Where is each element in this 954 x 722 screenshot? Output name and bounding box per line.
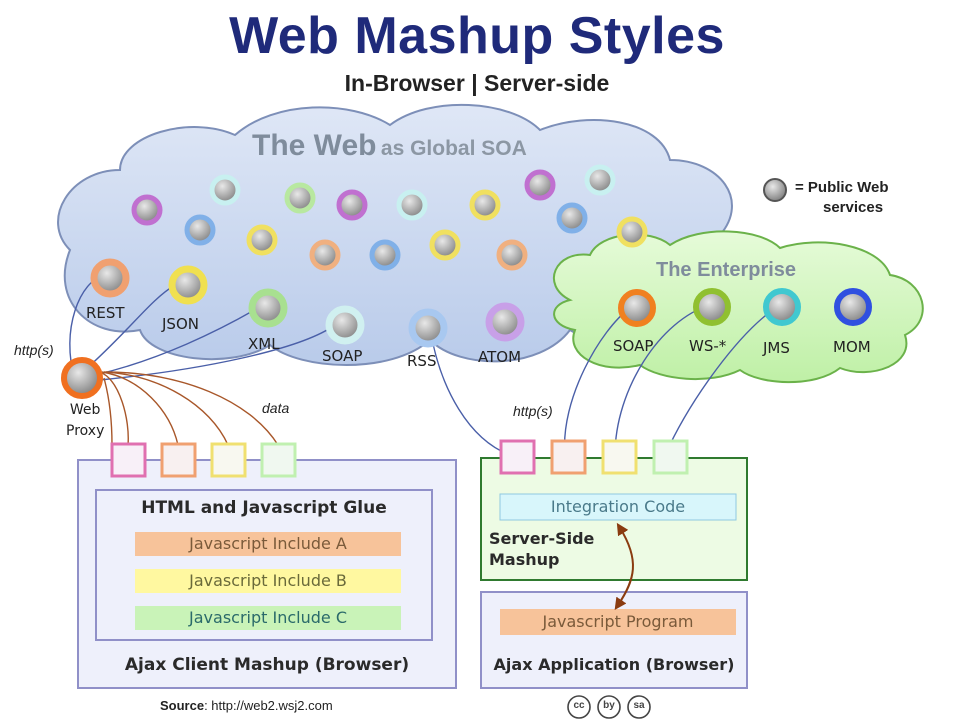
web-cloud-title-main: The Web — [252, 129, 377, 162]
glue-title: HTML and Javascript Glue — [141, 498, 387, 518]
source-label: Source — [160, 698, 205, 713]
public-service-dots — [131, 164, 648, 271]
proxy-data-lines — [99, 371, 279, 446]
json-service-icon — [168, 265, 208, 305]
server-side-label-2: Mashup — [489, 550, 560, 569]
sa-icon: sa — [633, 700, 645, 711]
enterprise-title: The Enterprise — [656, 259, 797, 281]
service-label-rest: REST — [86, 304, 125, 322]
server-side-mashup-label: Server-Side Mashup — [489, 528, 594, 570]
enterprise-soap-icon — [618, 289, 656, 327]
soap-service-icon — [325, 305, 365, 345]
server-side-label-1: Server-Side — [489, 529, 595, 548]
data-square-green — [260, 442, 297, 478]
enterprise-mom-icon — [834, 288, 872, 326]
data-square-yellow — [210, 442, 247, 478]
data-square-pink — [110, 442, 147, 478]
enterprise-ws-icon — [693, 288, 731, 326]
service-label-atom: ATOM — [478, 348, 522, 366]
server-http-label: http(s) — [513, 403, 553, 419]
enterprise-jms-icon — [763, 288, 801, 326]
legend-text-2: services — [823, 199, 884, 216]
service-label-json: JSON — [162, 315, 199, 333]
data-square-green-2 — [652, 439, 689, 475]
legend: = Public Web services — [795, 178, 889, 218]
enterprise-label-mom: MOM — [833, 338, 871, 356]
enterprise-label-soap: SOAP — [613, 337, 654, 355]
license-icons — [567, 695, 651, 719]
source-credit: Source: http://web2.wsj2.com — [160, 698, 333, 713]
javascript-program: Javascript Program — [542, 612, 694, 631]
legend-text-1: = Public Web — [795, 179, 889, 196]
ajax-app-box — [480, 591, 748, 689]
xml-service-icon — [248, 288, 288, 328]
integration-code: Integration Code — [550, 497, 686, 516]
service-label-rss: RSS — [407, 352, 437, 370]
data-square-pink-2 — [499, 439, 536, 475]
data-square-yellow-2 — [601, 439, 638, 475]
enterprise-label-ws: WS-* — [689, 337, 727, 355]
web-proxy-label: Web Proxy — [66, 400, 104, 442]
include-a: Javascript Include A — [189, 534, 347, 553]
proxy-http-label: http(s) — [14, 342, 54, 358]
service-label-xml: XML — [248, 335, 280, 353]
web-proxy-label-1: Web — [69, 402, 101, 418]
client-mashup-caption: Ajax Client Mashup (Browser) — [124, 655, 410, 675]
include-c: Javascript Include C — [189, 608, 347, 627]
rss-service-icon — [408, 308, 448, 348]
rest-service-icon — [90, 258, 130, 298]
page-title: Web Mashup Styles — [229, 7, 725, 65]
include-b: Javascript Include B — [189, 571, 347, 590]
ajax-app-caption: Ajax Application (Browser) — [493, 655, 735, 674]
by-icon: by — [603, 700, 615, 711]
web-cloud-title: The Web as Global SOA — [252, 129, 527, 163]
legend-ball-icon — [763, 178, 787, 202]
web-proxy-label-2: Proxy — [66, 423, 105, 439]
atom-service-icon — [485, 302, 525, 342]
double-arrow — [614, 522, 634, 610]
source-url: : http://web2.wsj2.com — [204, 698, 333, 713]
data-square-orange — [160, 442, 197, 478]
enterprise-label-jms: JMS — [763, 339, 790, 357]
web-cloud-title-sub: as Global SOA — [380, 137, 527, 160]
service-label-soap: SOAP — [322, 347, 363, 365]
page-subtitle: In-Browser | Server-side — [344, 70, 610, 96]
cc-icon: cc — [573, 700, 585, 711]
data-label: data — [262, 400, 290, 416]
data-square-orange-2 — [550, 439, 587, 475]
web-proxy-icon — [61, 357, 103, 399]
